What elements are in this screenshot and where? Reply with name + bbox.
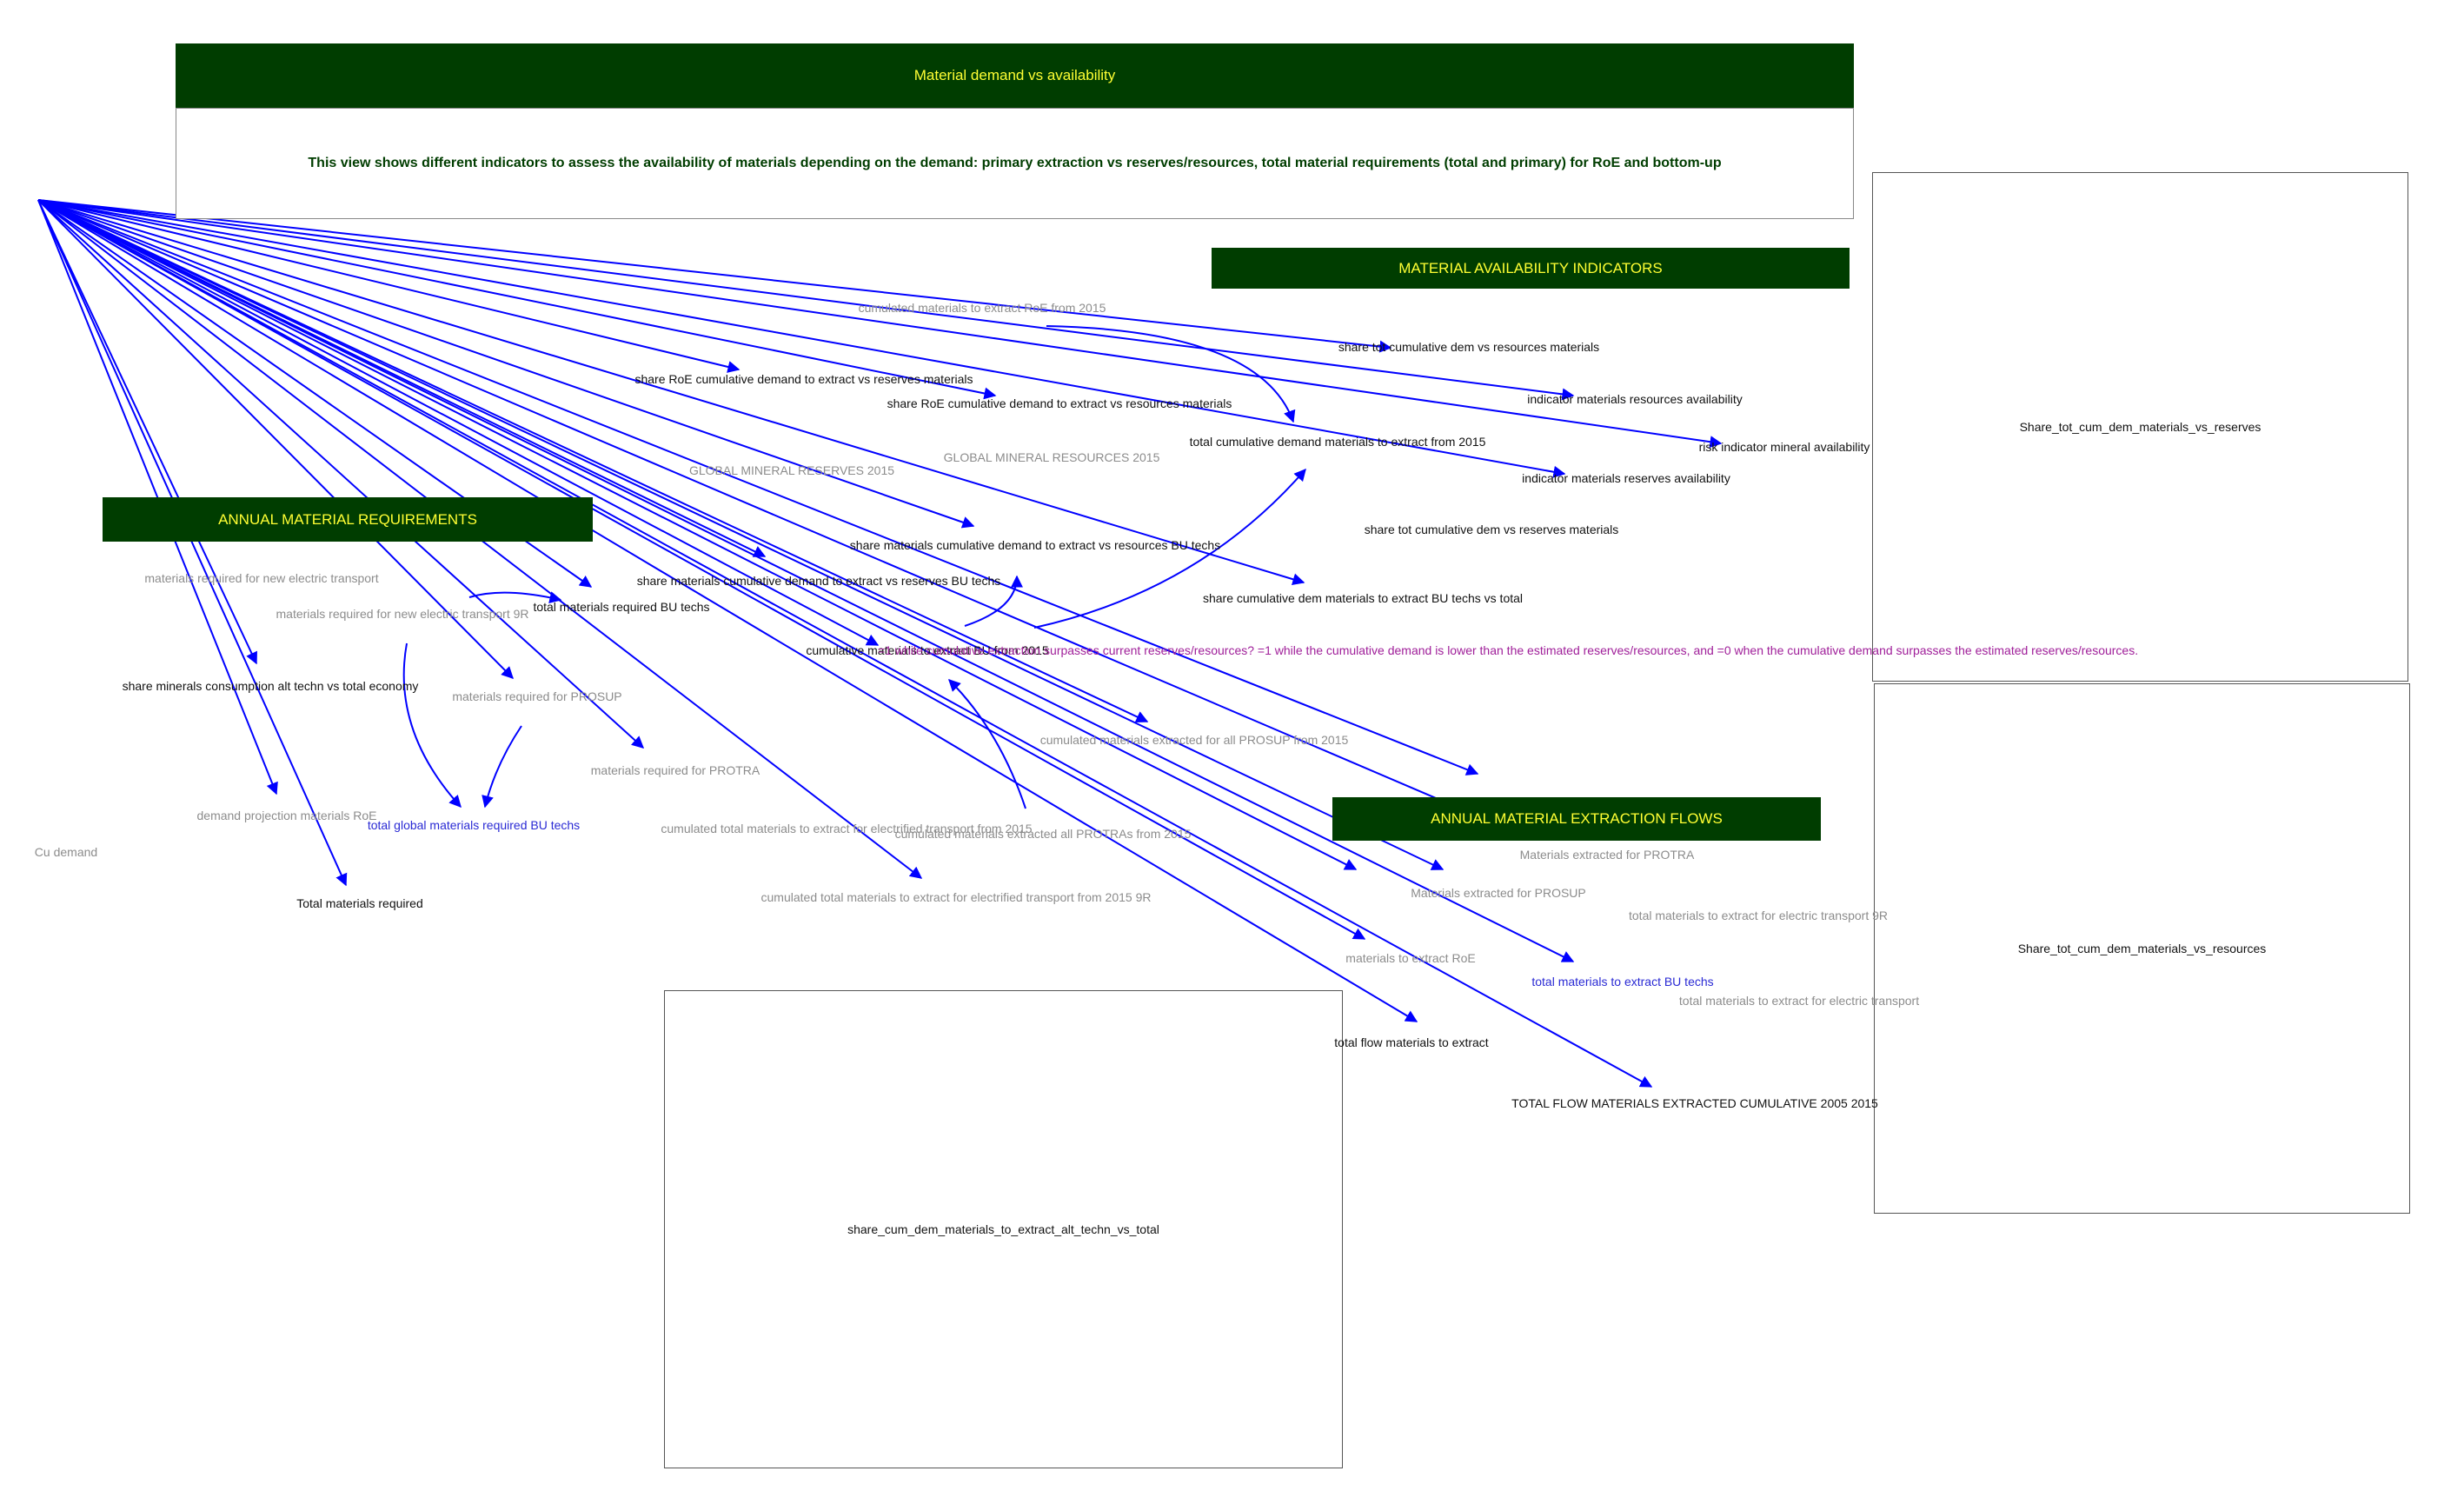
label-share-bu-resources[interactable]: share materials cumulative demand to ext… xyxy=(849,538,1221,552)
label-share-roe-resources[interactable]: share RoE cumulative demand to extract v… xyxy=(887,396,1232,410)
label-cum-protra[interactable]: cumulated materials extracted all PROTRA… xyxy=(894,827,1192,841)
influence-arrow xyxy=(37,199,975,529)
label-share-cum-bu-total[interactable]: share cumulative dem materials to extrac… xyxy=(1202,591,1524,605)
section-requirements-header: ANNUAL MATERIAL REQUIREMENTS xyxy=(103,497,593,542)
label-extracted-prosup[interactable]: Materials extracted for PROSUP xyxy=(1411,886,1586,900)
label-note: =1 while cumulative extraction surpasses… xyxy=(878,643,2139,657)
influence-arrow-curved xyxy=(402,642,462,809)
label-global-reserves[interactable]: GLOBAL MINERAL RESERVES 2015 xyxy=(688,463,895,477)
label-share-tot-resources[interactable]: share tot cumulative dem vs resources ma… xyxy=(1338,340,1600,354)
graph-alt-techn[interactable]: share_cum_dem_materials_to_extract_alt_t… xyxy=(664,990,1343,1468)
influence-arrow xyxy=(37,199,1418,1022)
influence-arrow xyxy=(37,199,348,887)
influence-arrow xyxy=(37,199,1479,775)
label-elec[interactable]: total materials to extract for electric … xyxy=(1678,994,1920,1008)
label-total-cum-demand[interactable]: total cumulative demand materials to ext… xyxy=(1189,435,1486,449)
influence-arrow-curved xyxy=(482,725,522,809)
influence-arrow xyxy=(37,199,257,665)
label-share-minerals[interactable]: share minerals consumption alt techn vs … xyxy=(122,679,419,693)
influence-arrow xyxy=(37,199,1566,478)
label-cum-bu[interactable]: cumulative materials to extract BU from … xyxy=(806,643,1049,657)
label-extracted-protra[interactable]: Materials extracted for PROTRA xyxy=(1519,848,1695,862)
influence-arrow-curved xyxy=(964,575,1023,627)
influence-arrow xyxy=(37,199,1149,722)
influence-arrow xyxy=(37,199,1575,401)
view-title-header: Material demand vs availability xyxy=(176,43,1854,108)
section-availability-header: MATERIAL AVAILABILITY INDICATORS xyxy=(1212,248,1850,289)
label-elec-9r[interactable]: total materials to extract for electric … xyxy=(1629,909,1888,922)
influence-arrow xyxy=(37,199,278,795)
label-risk-indicator[interactable]: risk indicator mineral availability xyxy=(1698,440,1870,454)
influence-arrow xyxy=(37,199,1366,940)
label-indicator-reserves[interactable]: indicator materials reserves availabilit… xyxy=(1522,471,1730,485)
influence-arrow-curved xyxy=(468,591,562,603)
label-roe[interactable]: materials to extract RoE xyxy=(1345,951,1476,965)
label-cum-roe[interactable]: cumulated materials to extract RoE from … xyxy=(858,301,1106,315)
label-indicator-resources[interactable]: indicator materials resources availabili… xyxy=(1527,392,1743,406)
label-share-bu-reserves[interactable]: share materials cumulative demand to ext… xyxy=(636,574,1001,588)
influence-arrow xyxy=(37,199,1462,810)
influence-arrow xyxy=(37,199,1392,353)
influence-arrow xyxy=(37,199,1723,449)
influence-arrow xyxy=(37,199,1305,586)
label-share-tot-reserves[interactable]: share tot cumulative dem vs reserves mat… xyxy=(1364,523,1619,536)
label-global-resources[interactable]: GLOBAL MINERAL RESOURCES 2015 xyxy=(943,450,1160,464)
influence-arrow-curved xyxy=(948,679,1026,809)
label-total-bu[interactable]: total materials to extract BU techs xyxy=(1531,975,1714,988)
label-total-flow-cum[interactable]: TOTAL FLOW MATERIALS EXTRACTED CUMULATIV… xyxy=(1511,1096,1878,1110)
label-mat-protra[interactable]: materials required for PROTRA xyxy=(590,763,760,777)
influence-arrows xyxy=(37,199,1723,1088)
label-cum-prosup[interactable]: cumulated materials extracted for all PR… xyxy=(1039,733,1349,747)
label-total-required[interactable]: Total materials required xyxy=(296,896,423,910)
influence-arrow xyxy=(37,199,1653,1088)
influence-arrow xyxy=(37,199,645,749)
influence-arrow xyxy=(37,199,514,679)
label-total-flow[interactable]: total flow materials to extract xyxy=(1334,1035,1489,1049)
section-extraction-header: ANNUAL MATERIAL EXTRACTION FLOWS xyxy=(1332,797,1821,841)
label-cum-elec-9r[interactable]: cumulated total materials to extract for… xyxy=(760,890,1152,904)
influence-arrow xyxy=(37,199,1358,870)
influence-arrow-curved xyxy=(1046,325,1296,423)
label-demand-proj[interactable]: demand projection materials RoE xyxy=(196,809,377,822)
view-description: This view shows different indicators to … xyxy=(176,108,1854,219)
label-share-roe-reserves[interactable]: share RoE cumulative demand to extract v… xyxy=(634,372,973,386)
graph-resources[interactable]: Share_tot_cum_dem_materials_vs_resources xyxy=(1874,683,2410,1214)
label-total-req-bu[interactable]: total materials required BU techs xyxy=(533,600,710,614)
label-cu-demand[interactable]: Cu demand xyxy=(34,845,98,859)
influence-arrow xyxy=(37,199,1445,870)
influence-arrow xyxy=(37,199,741,373)
label-mat-new-elec-9r[interactable]: materials required for new electric tran… xyxy=(276,607,529,621)
label-mat-prosup[interactable]: materials required for PROSUP xyxy=(452,689,622,703)
label-mat-new-elec[interactable]: materials required for new electric tran… xyxy=(144,571,379,585)
influence-arrow xyxy=(37,199,1575,962)
influence-arrow xyxy=(37,199,997,400)
influence-arrow-curved xyxy=(1033,468,1306,629)
label-cum-elec[interactable]: cumulated total materials to extract for… xyxy=(661,822,1033,835)
label-total-global-bu[interactable]: total global materials required BU techs xyxy=(367,818,581,832)
influence-arrow xyxy=(37,199,880,646)
graph-reserves[interactable]: Share_tot_cum_dem_materials_vs_reserves xyxy=(1872,172,2408,682)
